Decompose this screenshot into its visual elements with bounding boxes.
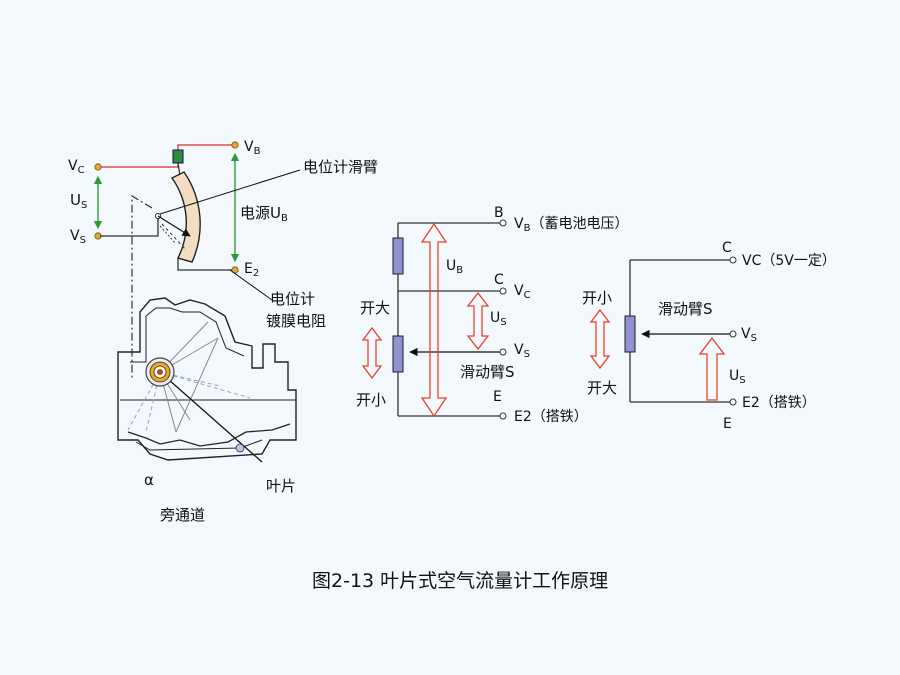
vs-label: VS: [70, 228, 86, 246]
upper-resistor: [392, 237, 404, 275]
right-c-label: C: [722, 240, 732, 256]
vs-wire: [100, 216, 159, 237]
middle-e-label: E: [493, 389, 502, 405]
middle-vc-label: VC: [514, 283, 531, 301]
right-open-big-label: 开大: [587, 379, 617, 397]
middle-c-label: C: [494, 272, 504, 288]
right-vs-label: VS: [741, 326, 757, 344]
middle-circuit: B VB（蓄电池电压） UB C VC 开大 US VS 滑动臂S 开小 E E…: [356, 205, 628, 425]
right-e-label: E: [723, 416, 732, 432]
vc-label: VC: [68, 158, 85, 176]
right-e2-label: E2（搭铁）: [742, 395, 816, 411]
middle-us-label: US: [490, 310, 507, 328]
right-open-small-label: 开小: [582, 289, 612, 307]
middle-vb-label: VB（蓄电池电压）: [514, 216, 628, 234]
middle-ub-label: UB: [446, 258, 463, 276]
middle-wiper-label: 滑动臂S: [460, 363, 515, 381]
middle-open-small-label: 开小: [356, 391, 386, 409]
us-label: US: [70, 191, 87, 211]
right-resistor: [624, 315, 636, 353]
film-resistor-arc: [170, 171, 201, 263]
vb-label: VB: [244, 139, 261, 157]
right-vc-label: VC（5V一定）: [742, 253, 836, 269]
vc-terminal: [94, 163, 102, 171]
ub-hollow-arrow: [420, 222, 448, 418]
bypass-label: 旁通道: [160, 506, 205, 524]
e2-label: E2: [244, 261, 259, 279]
right-us-label: US: [729, 368, 746, 386]
blade-label: 叶片: [266, 477, 296, 495]
right-wiper-label: 滑动臂S: [658, 300, 713, 318]
us-hollow-arrow-middle: [466, 291, 490, 351]
blade-leader: [159, 371, 263, 463]
middle-vs-label: VS: [514, 342, 530, 360]
power-ub-label: 电源UB: [240, 204, 288, 224]
film-resistor-label-2: 镀膜电阻: [266, 312, 326, 330]
vc-red-wire: [98, 158, 179, 168]
vb-terminal: [231, 141, 239, 149]
wiper-arm: [157, 215, 191, 237]
wiper-arm-leader: [159, 169, 301, 215]
right-circuit: C VC（5V一定） 开小 滑动臂S VS US 开大 E2（搭铁） E: [582, 240, 836, 432]
film-resistor-leader: [229, 269, 273, 301]
lower-resistor: [392, 335, 404, 373]
open-hollow-arrow-right: [589, 308, 611, 370]
open-hollow-arrow-middle: [361, 326, 383, 380]
housing-outline: [117, 297, 297, 461]
green-contact-block: [172, 149, 184, 164]
wiper-arm-label: 电位计滑臂: [303, 158, 378, 176]
left-mechanism: VC VB US VS 电源UB E2 电位计滑臂 电位计 镀膜电阻 α 叶片 …: [68, 139, 378, 524]
middle-open-big-label: 开大: [360, 299, 390, 317]
shaft-linkage: [131, 195, 153, 380]
middle-e2-label: E2（搭铁）: [514, 409, 588, 425]
figure-caption: 图2-13 叶片式空气流量计工作原理: [312, 570, 608, 592]
middle-b-label: B: [494, 205, 504, 221]
us-hollow-arrow-right: [698, 336, 726, 401]
alpha-label: α: [144, 471, 154, 489]
film-resistor-label-1: 电位计: [270, 290, 315, 308]
vb-red-wire: [177, 144, 235, 152]
